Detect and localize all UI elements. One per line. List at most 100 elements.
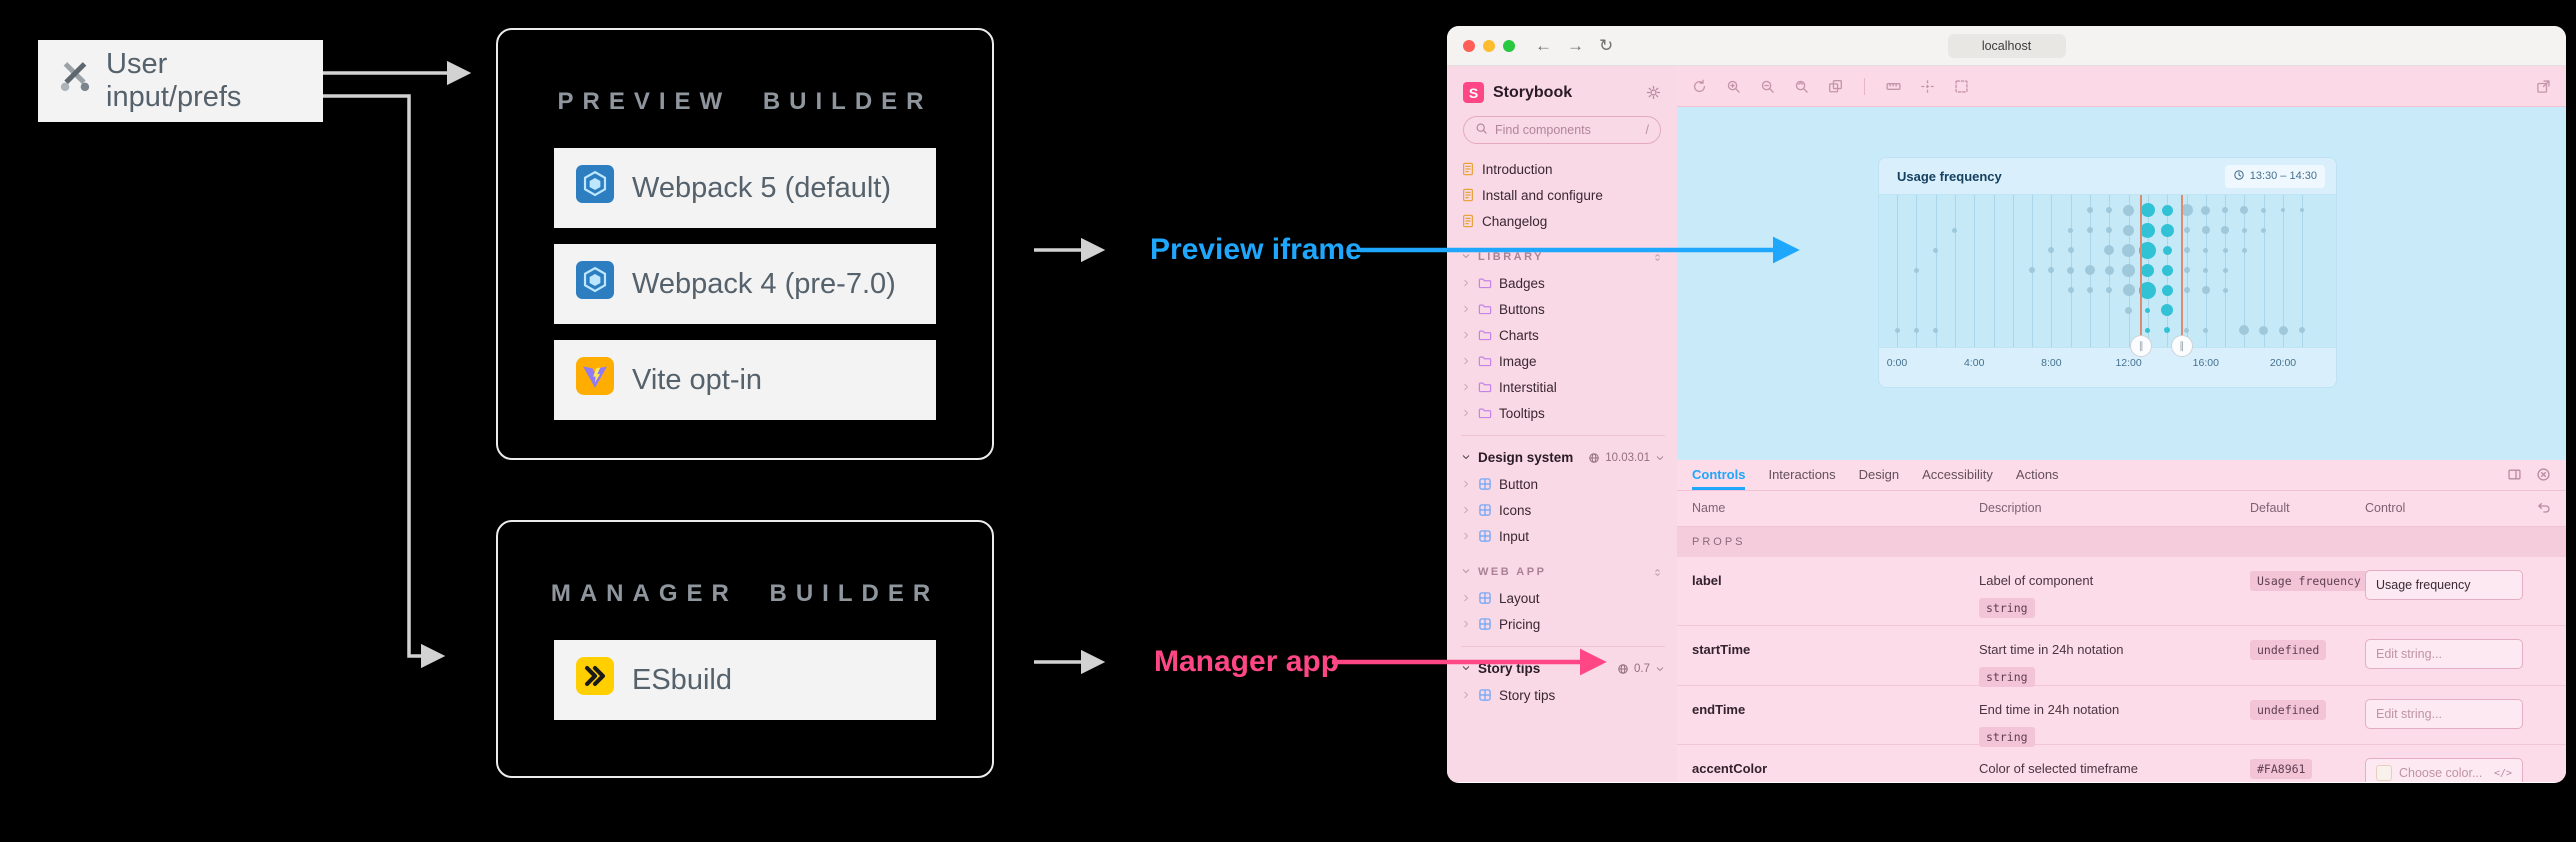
chart-dot xyxy=(2067,247,2074,253)
sidebar-item-pricing[interactable]: Pricing xyxy=(1461,611,1667,637)
back-icon[interactable]: ← xyxy=(1535,35,1552,55)
maximize-window-button[interactable] xyxy=(1503,39,1515,52)
range-start-handle[interactable]: ∥ xyxy=(2130,335,2153,357)
zoom-in-icon[interactable] xyxy=(1726,79,1741,94)
sidebar-item-button[interactable]: Button xyxy=(1461,471,1667,497)
preview-builder-item: Vite opt-in xyxy=(554,340,936,420)
prop-type-badge: string xyxy=(1979,598,2035,618)
prop-name: label xyxy=(1692,573,1722,588)
chevron-down-icon xyxy=(1461,251,1471,264)
tab-controls[interactable]: Controls xyxy=(1692,460,1746,490)
sync-icon[interactable] xyxy=(1692,79,1707,94)
tab-design[interactable]: Design xyxy=(1858,467,1900,482)
axis-tick: 20:00 xyxy=(2269,357,2297,369)
sidebar-item-badges[interactable]: Badges xyxy=(1461,270,1667,296)
close-window-button[interactable] xyxy=(1463,39,1475,52)
chart-dot xyxy=(2259,325,2269,335)
chart-dot xyxy=(2203,267,2209,273)
chevron-right-icon xyxy=(1461,408,1471,418)
background-icon[interactable] xyxy=(1828,79,1843,94)
chart-dot xyxy=(2184,327,2189,333)
sidebar-doc-introduction[interactable]: Introduction xyxy=(1461,156,1667,182)
range-end-handle[interactable]: ∥ xyxy=(2170,335,2193,357)
sidebar-item-story-tips[interactable]: Story tips xyxy=(1461,682,1667,708)
chart-dot xyxy=(2201,226,2210,234)
chart-dot xyxy=(1913,267,1919,273)
tab-interactions[interactable]: Interactions xyxy=(1768,467,1836,482)
component-icon xyxy=(1478,529,1492,543)
chart-dot xyxy=(2161,204,2173,216)
grid-icon[interactable] xyxy=(1920,79,1935,94)
sidebar-header-web-app[interactable]: WEB APP xyxy=(1461,559,1667,585)
time-range-badge: 13:30 – 14:30 xyxy=(2224,164,2325,188)
reload-icon[interactable]: ↻ xyxy=(1599,35,1614,55)
sidebar-item-tooltips[interactable]: Tooltips xyxy=(1461,400,1667,426)
forward-icon[interactable]: → xyxy=(1567,35,1584,55)
chart-plot xyxy=(1879,194,2336,348)
sidebar-root-story-tips-version[interactable]: 0.7 xyxy=(1617,663,1667,675)
column-header-default: Default xyxy=(2250,501,2290,515)
startTime-control-input[interactable]: Edit string... xyxy=(2365,639,2523,669)
chart-dot xyxy=(2085,265,2095,275)
selection-line xyxy=(2140,195,2143,347)
gear-icon[interactable] xyxy=(1646,85,1661,100)
accentColor-control-input[interactable]: Choose color...</> xyxy=(2365,758,2523,782)
column-header-description: Description xyxy=(1979,501,2042,515)
chevron-right-icon xyxy=(1461,479,1471,489)
folder-icon xyxy=(1478,354,1492,368)
sidebar-item-interstitial[interactable]: Interstitial xyxy=(1461,374,1667,400)
gridline xyxy=(1993,195,1995,347)
minimize-window-button[interactable] xyxy=(1483,39,1495,52)
zoom-reset-icon[interactable] xyxy=(1794,79,1809,94)
sidebar-root-design-system-version[interactable]: 10.03.01 xyxy=(1588,452,1667,464)
raw-value-toggle[interactable]: </> xyxy=(2493,767,2512,779)
component-icon xyxy=(1478,503,1492,517)
sidebar-doc-changelog[interactable]: Changelog xyxy=(1461,208,1667,234)
sidebar-item-input[interactable]: Input xyxy=(1461,523,1667,549)
sidebar-root-design-system[interactable]: Design system 10.03.01 xyxy=(1461,444,1667,471)
doc-icon xyxy=(1461,214,1475,228)
endTime-control-input[interactable]: Edit string... xyxy=(2365,699,2523,729)
sidebar-item-buttons[interactable]: Buttons xyxy=(1461,296,1667,322)
sidebar-root-story-tips-label: Story tips xyxy=(1478,661,1541,676)
label-control-input[interactable]: Usage frequency xyxy=(2365,570,2523,600)
chart-dot xyxy=(2222,287,2228,293)
chevron-right-icon xyxy=(1461,382,1471,392)
sidebar-divider xyxy=(1461,646,1665,647)
prop-control: Edit string... xyxy=(2365,699,2523,729)
chart-dot xyxy=(2299,327,2306,333)
manager-builder-item-label: ESbuild xyxy=(632,663,732,696)
sidebar-item-icons[interactable]: Icons xyxy=(1461,497,1667,523)
sidebar-doc-install-and-configure[interactable]: Install and configure xyxy=(1461,182,1667,208)
sidebar-item-layout[interactable]: Layout xyxy=(1461,585,1667,611)
reset-controls-icon[interactable] xyxy=(2537,500,2552,515)
chevron-right-icon xyxy=(1461,304,1471,314)
outline-icon[interactable] xyxy=(1954,79,1969,94)
sidebar-item-charts[interactable]: Charts xyxy=(1461,322,1667,348)
sidebar-root-story-tips[interactable]: Story tips 0.7 xyxy=(1461,655,1667,682)
search-input[interactable]: Find components / xyxy=(1463,116,1661,144)
zoom-out-icon[interactable] xyxy=(1760,79,1775,94)
chart-dot xyxy=(2140,203,2155,217)
chevron-down-icon xyxy=(1461,661,1471,676)
tab-accessibility[interactable]: Accessibility xyxy=(1922,467,1993,482)
ruler-icon[interactable] xyxy=(1886,79,1901,94)
panel-position-icon[interactable] xyxy=(2507,467,2522,487)
sidebar-item-image[interactable]: Image xyxy=(1461,348,1667,374)
sidebar-root-design-system-label: Design system xyxy=(1478,450,1574,465)
doc-label: Install and configure xyxy=(1482,187,1603,203)
chevron-down-icon xyxy=(1461,566,1471,579)
close-panel-icon[interactable] xyxy=(2536,467,2551,487)
gridline xyxy=(2283,195,2284,347)
chart-dot xyxy=(2241,227,2247,233)
tab-actions[interactable]: Actions xyxy=(2015,467,2059,482)
sidebar-header-library[interactable]: LIBRARY xyxy=(1461,244,1667,270)
axis-tick: 12:00 xyxy=(2115,357,2142,369)
chart-dot xyxy=(2161,264,2173,276)
url-bar[interactable]: localhost xyxy=(1947,33,2066,58)
external-link-icon[interactable] xyxy=(2536,79,2551,94)
chart-dot xyxy=(2106,227,2113,233)
